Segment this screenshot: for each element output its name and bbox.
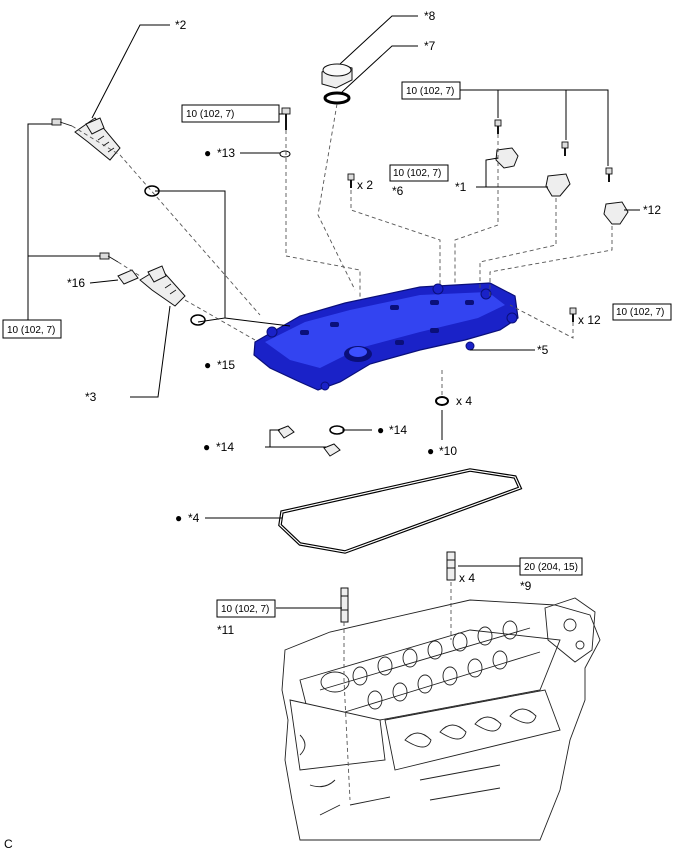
callout-label: *15 — [217, 358, 235, 372]
bracket — [117, 269, 139, 285]
torque-value: 10 (102, 7) — [221, 604, 269, 615]
figure-code: C — [4, 837, 13, 851]
callout-label: *14 — [389, 423, 407, 437]
bullet-mark: ● — [427, 444, 434, 458]
callout-label: *3 — [85, 390, 97, 404]
stud-bolt — [340, 587, 349, 623]
callout-label: *11 — [217, 623, 234, 637]
bullet-mark: ● — [203, 440, 210, 454]
callout-label: *2 — [175, 18, 187, 32]
spark-plug — [446, 551, 456, 581]
callout-label: *5 — [537, 343, 549, 357]
torque-spec-box-sensors: 10 (102, 7) — [401, 81, 461, 100]
bolts — [51, 107, 613, 322]
callout-label: *16 — [67, 276, 85, 290]
quantity-label: x 4 — [459, 571, 475, 585]
torque-spec-box-stud-x2: 10 (102, 7) — [389, 164, 449, 182]
torque-value: 10 (102, 7) — [186, 109, 234, 120]
assembly-dashed-lines — [71, 103, 613, 801]
bullet-mark: ● — [175, 511, 182, 525]
callout-label: *13 — [217, 146, 235, 160]
callout-label: *1 — [455, 180, 467, 194]
callout-label: *14 — [216, 440, 234, 454]
o-rings-and-washers — [144, 150, 449, 457]
cylinder-head-cover — [253, 282, 519, 391]
torque-value: 10 (102, 7) — [616, 307, 664, 318]
camshaft-position-sensors — [495, 147, 629, 225]
oil-control-valve-upper — [74, 117, 121, 161]
callout-label: *12 — [643, 203, 661, 217]
callout-label: *7 — [424, 39, 436, 53]
torque-spec-box-cover-bolt: 10 (102, 7) — [181, 104, 280, 123]
callout-label: *6 — [392, 184, 404, 198]
leader-lines — [27, 15, 640, 609]
bullet-mark: ● — [377, 423, 384, 437]
torque-spec-box-ocv: 10 (102, 7) — [2, 319, 62, 339]
quantity-label: x 2 — [357, 178, 373, 192]
torque-value: 10 (102, 7) — [7, 325, 55, 336]
oil-filler-cap — [321, 63, 353, 89]
torque-value: 10 (102, 7) — [406, 86, 454, 97]
torque-spec-box-cover-x12: 10 (102, 7) — [612, 303, 672, 321]
torque-spec-box-spark-plug: 20 (204, 15) — [519, 557, 583, 576]
oil-control-valve-lower — [139, 265, 186, 307]
callout-label: *9 — [520, 579, 532, 593]
torque-value: 10 (102, 7) — [393, 168, 441, 179]
callout-label: *8 — [424, 9, 436, 23]
engine-cylinder-head-drawing — [281, 597, 601, 841]
callout-label: *4 — [188, 511, 200, 525]
head-cover-gasket — [278, 468, 523, 554]
quantity-label: x 12 — [578, 313, 601, 327]
oil-filler-cap-gasket — [323, 91, 351, 105]
callout-label: *10 — [439, 444, 457, 458]
bullet-mark: ● — [204, 358, 211, 372]
bullet-mark: ● — [204, 146, 211, 160]
torque-value: 20 (204, 15) — [524, 562, 578, 573]
quantity-label: x 4 — [456, 394, 472, 408]
torque-spec-box-stud: 10 (102, 7) — [216, 599, 276, 618]
